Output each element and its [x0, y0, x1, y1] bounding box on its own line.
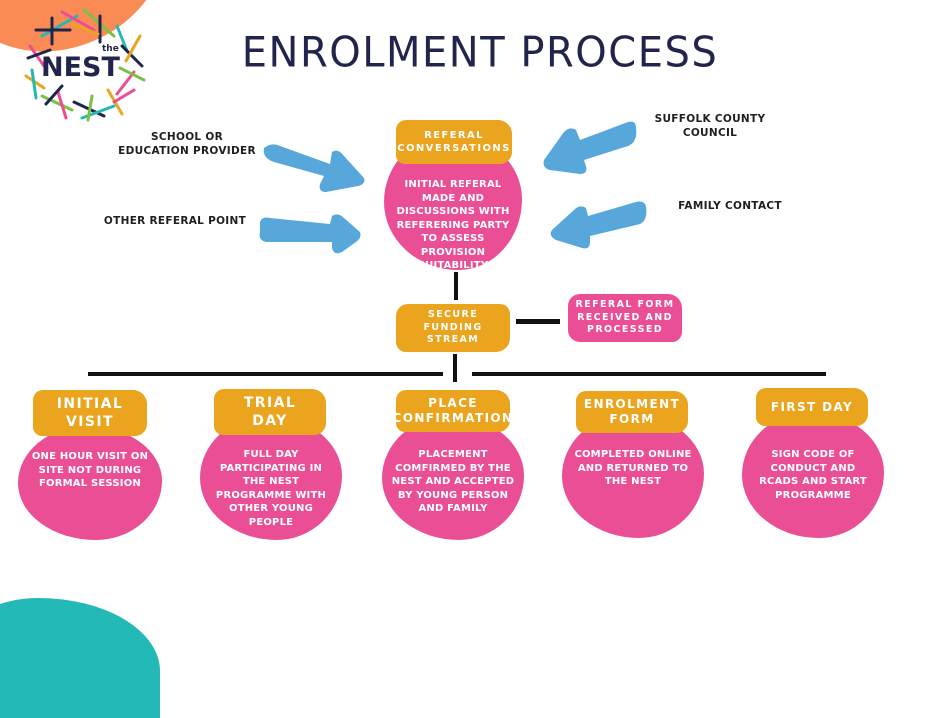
- source-family: FAMILY CONTACT: [678, 200, 782, 212]
- source-school: SCHOOL OR EDUCATION PROVIDER: [118, 131, 256, 157]
- connector-line: [516, 319, 560, 324]
- step-text: SIGN CODE OF CONDUCT AND RCADS AND START…: [759, 449, 867, 501]
- step-text: COMPLETED ONLINE AND RETURNED TO THE NES…: [574, 449, 692, 487]
- logo-name: NEST: [41, 52, 120, 83]
- form-received-box: REFERAL FORM RECEIVED AND PROCESSED: [568, 294, 682, 342]
- step-blob: FULL DAY PARTICIPATING IN THE NEST PROGR…: [200, 416, 342, 540]
- form-received-label: REFERAL FORM RECEIVED AND PROCESSED: [575, 299, 675, 336]
- source-other: OTHER REFERAL POINT: [103, 215, 247, 227]
- logo-the: the: [102, 44, 119, 54]
- step-label: TRIAL DAY: [214, 389, 326, 435]
- nest-logo-sticks-icon: [24, 8, 146, 122]
- step-label-text: TRIAL DAY: [243, 395, 297, 429]
- step-text: PLACEMENT COMFIRMED BY THE NEST AND ACCE…: [391, 449, 515, 514]
- step-label-text: INITIAL VISIT: [56, 396, 124, 430]
- referral-label: REFERAL CONVERSATIONS: [396, 120, 512, 164]
- step-label-text: ENROLMENT FORM: [583, 397, 681, 426]
- referral-text: INITIAL REFERAL MADE AND DISCUSSIONS WIT…: [396, 179, 510, 271]
- step-blob: PLACEMENT COMFIRMED BY THE NEST AND ACCE…: [382, 416, 524, 540]
- connector-line: [453, 354, 457, 382]
- step-text: FULL DAY PARTICIPATING IN THE NEST PROGR…: [215, 449, 327, 528]
- connector-line: [88, 372, 443, 376]
- step-blob: SIGN CODE OF CONDUCT AND RCADS AND START…: [742, 412, 884, 538]
- step-blob: COMPLETED ONLINE AND RETURNED TO THE NES…: [562, 414, 704, 538]
- step-text: ONE HOUR VISIT ON SITE NOT DURING FORMAL…: [31, 451, 149, 489]
- nest-logo: the NEST: [22, 6, 146, 122]
- referral-label-text: REFERAL CONVERSATIONS: [397, 130, 511, 154]
- funding-label: SECURE FUNDING STREAM: [423, 309, 483, 346]
- teal-corner-shape: [0, 598, 160, 718]
- arrow-left-icon: [550, 201, 647, 249]
- arrow-right-icon: [263, 144, 365, 192]
- step-label: ENROLMENT FORM: [576, 391, 688, 433]
- arrow-left-icon: [543, 121, 637, 174]
- step-label-text: PLACE CONFIRMATION: [392, 396, 514, 425]
- step-label: PLACE CONFIRMATION: [393, 390, 512, 432]
- connector-line: [454, 272, 458, 300]
- funding-box: SECURE FUNDING STREAM: [396, 304, 510, 352]
- step-label-text: FIRST DAY: [770, 399, 854, 414]
- source-suffolk: SUFFOLK COUNTY COUNCIL: [654, 113, 766, 139]
- page-title: ENROLMENT PROCESS: [241, 28, 719, 78]
- step-label: INITIAL VISIT: [33, 390, 147, 436]
- step-blob: ONE HOUR VISIT ON SITE NOT DURING FORMAL…: [18, 426, 162, 540]
- connector-line: [472, 372, 826, 376]
- step-label: FIRST DAY: [756, 388, 868, 426]
- arrow-right-icon: [259, 214, 361, 254]
